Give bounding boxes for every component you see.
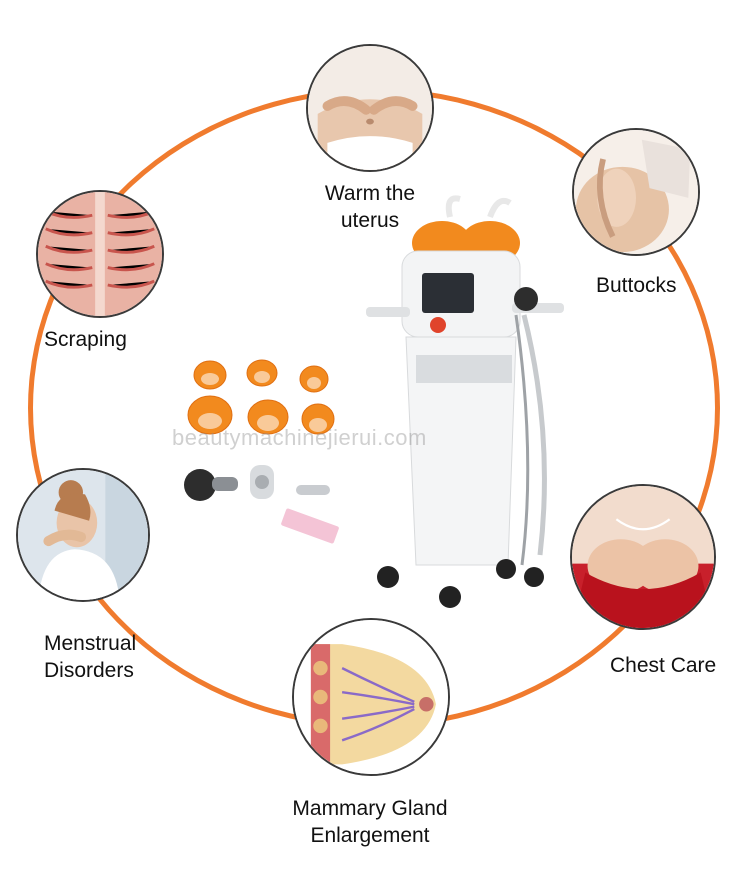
menstrual-label-line1: Menstrual bbox=[44, 632, 137, 655]
mammary-gland-image bbox=[292, 618, 450, 776]
warm-uterus-label-line1: Warm the bbox=[324, 182, 416, 205]
buttocks-image bbox=[572, 128, 700, 256]
buttocks-label: Buttocks bbox=[596, 274, 677, 297]
warm-uterus-label-line2: uterus bbox=[340, 209, 400, 232]
screen bbox=[422, 273, 474, 313]
scraping-label: Scraping bbox=[44, 328, 127, 351]
watermark: beautymachinejierui.com bbox=[172, 425, 427, 450]
chest-care-label: Chest Care bbox=[610, 654, 717, 677]
warm-uterus-image bbox=[306, 44, 434, 172]
accessories-illustration bbox=[184, 359, 339, 554]
pads bbox=[188, 508, 339, 554]
mammary-label-line1: Mammary Gland bbox=[292, 797, 448, 820]
chest-care-image bbox=[570, 484, 716, 630]
mammary-label-line2: Enlargement bbox=[310, 824, 430, 847]
handpieces bbox=[184, 465, 330, 501]
scraping-image bbox=[36, 190, 164, 318]
menstrual-image bbox=[16, 468, 150, 602]
beauty-machine-illustration bbox=[366, 195, 564, 608]
menstrual-label-line2: Disorders bbox=[44, 659, 134, 682]
